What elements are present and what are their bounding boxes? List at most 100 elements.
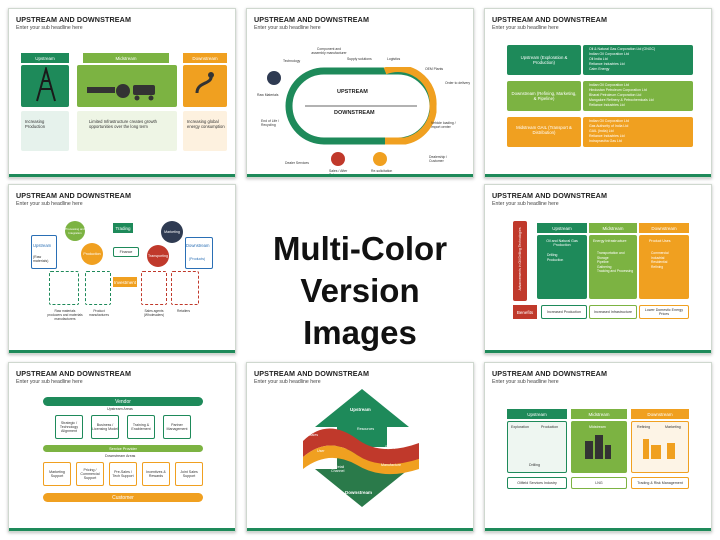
slide-title: UPSTREAM AND DOWNSTREAM bbox=[492, 369, 608, 378]
thumbnail-slide-7[interactable]: UPSTREAM AND DOWNSTREAM Enter your sub h… bbox=[246, 362, 474, 532]
down-item-pricing: Pricing / Commercial Support bbox=[76, 462, 104, 486]
sub-exploration: Exploration bbox=[511, 425, 529, 429]
slide-title: UPSTREAM AND DOWNSTREAM bbox=[254, 369, 370, 378]
benefit-midstream: Increased Infrastructure bbox=[589, 305, 637, 319]
row-upstream-label bbox=[507, 45, 581, 75]
cycle-label-raw-materials: Raw Materials bbox=[257, 93, 279, 97]
down-item-marketing: Marketing Support bbox=[43, 462, 71, 486]
thumbnail-slide-5[interactable]: UPSTREAM AND DOWNSTREAM Enter your sub h… bbox=[484, 184, 712, 354]
loop-upstream-label: UPSTREAM bbox=[337, 89, 368, 95]
sales-group bbox=[141, 271, 167, 305]
slide-subtitle: Enter your sub headline here bbox=[492, 201, 559, 207]
caption-product-manufactures: Product manufactures bbox=[89, 309, 109, 318]
benefits-label: Benefits bbox=[513, 305, 537, 319]
loop-downstream-label: DOWNSTREAM bbox=[334, 110, 375, 116]
col-downstream-top: Product Uses bbox=[649, 239, 671, 243]
service-provider-bar: Service Provider bbox=[43, 445, 203, 452]
downstream-node bbox=[185, 237, 213, 269]
down-item-joint-sales: Joint Sales Support bbox=[175, 462, 203, 486]
footer-accent-bar bbox=[485, 174, 711, 177]
cycle-label-supply: Supply solutions bbox=[347, 57, 372, 61]
marketing-node: Marketing bbox=[161, 221, 183, 243]
thumbnail-slide-1[interactable]: UPSTREAM AND DOWNSTREAM Enter your sub h… bbox=[8, 8, 236, 178]
caption-raw-materials: Raw materials producers and materials ma… bbox=[47, 309, 83, 322]
column-header-downstream: Downstream bbox=[183, 53, 227, 63]
thumbnail-slide-8[interactable]: UPSTREAM AND DOWNSTREAM Enter your sub h… bbox=[484, 362, 712, 532]
downstream-node-sub: (Products) bbox=[189, 257, 206, 261]
pipeline-icon bbox=[87, 84, 155, 101]
buildings-icon bbox=[585, 435, 611, 459]
sub-refining: Refining bbox=[637, 425, 651, 429]
col-downstream-header: Downstream bbox=[639, 223, 689, 233]
slide-subtitle: Enter your sub headline here bbox=[16, 379, 83, 385]
midstream-detail bbox=[77, 111, 177, 151]
footer-oilfield: Oilfield Services Industry bbox=[507, 477, 567, 489]
slide-title: UPSTREAM AND DOWNSTREAM bbox=[492, 191, 608, 200]
footer-accent-bar bbox=[9, 350, 235, 353]
transporting-node: Transporting bbox=[147, 245, 169, 267]
vendor-bar: Vendor bbox=[43, 397, 203, 406]
slide-title: UPSTREAM AND DOWNSTREAM bbox=[16, 15, 132, 24]
benefit-upstream: Increased Production bbox=[541, 305, 587, 319]
customer-bar: Customer bbox=[43, 493, 203, 502]
col-upstream-body bbox=[507, 421, 567, 473]
upstream-node-sub: (Raw materials) bbox=[33, 255, 49, 264]
right-label-supply: Supply bbox=[385, 445, 396, 449]
down-item-incentives: Incentives & Rewards bbox=[142, 462, 170, 486]
refinery-icon bbox=[643, 439, 675, 459]
col-midstream-header: Midstream bbox=[589, 223, 637, 233]
footer-lng: LNG bbox=[571, 477, 627, 489]
downstream-areas-label: Downstream Areas bbox=[105, 454, 136, 458]
slide-subtitle: Enter your sub headline here bbox=[492, 379, 559, 385]
left-label-retail: Retail bbox=[335, 465, 345, 469]
down-item-presales: Pre-Sales / Tech Support bbox=[109, 462, 137, 486]
row-midstream-list bbox=[583, 117, 693, 147]
truck-icon bbox=[373, 152, 387, 166]
producer-group bbox=[49, 271, 79, 305]
side-arrow-label: Advancements in Oil Drilling Technologie… bbox=[518, 227, 522, 291]
col-midstream-top: Energy Infrastructure bbox=[593, 239, 627, 243]
footer-accent-bar bbox=[485, 350, 711, 353]
col-midstream-header: Midstream bbox=[571, 409, 627, 419]
left-label-user: User bbox=[317, 449, 325, 453]
thumbnail-slide-6[interactable]: UPSTREAM AND DOWNSTREAM Enter your sub h… bbox=[8, 362, 236, 532]
retail-group bbox=[171, 271, 199, 305]
row-upstream-text: Upstream (Exploration & Production) bbox=[520, 55, 568, 65]
row-downstream-list bbox=[583, 81, 693, 111]
cycle-label-vehicle: Vehicle loading / import center bbox=[431, 121, 456, 130]
upstream-node-label: Upstream bbox=[33, 243, 52, 248]
manufacturer-group bbox=[85, 271, 111, 305]
arrow-upstream-label: Upstream bbox=[350, 407, 371, 412]
slide-title: UPSTREAM AND DOWNSTREAM bbox=[16, 191, 132, 200]
downstream-bullet: Increasing global energy consumption bbox=[187, 119, 225, 130]
right-label-resources: Resources bbox=[357, 427, 375, 431]
finance-node: Finance bbox=[113, 247, 139, 257]
row-upstream-list bbox=[583, 45, 693, 75]
factory-icon bbox=[267, 71, 281, 85]
slide-title: UPSTREAM AND DOWNSTREAM bbox=[492, 15, 608, 24]
up-item-training: Training & Enablement bbox=[127, 415, 155, 439]
slide-subtitle: Enter your sub headline here bbox=[254, 379, 321, 385]
upstream-areas-label: Upstream Areas bbox=[107, 407, 133, 411]
center-label-channel: Channel bbox=[331, 469, 345, 473]
cycle-loop bbox=[285, 67, 437, 145]
investment-node: Investment bbox=[113, 277, 137, 287]
processing-node: Processing and Integration bbox=[65, 221, 85, 241]
row-midstream-text: Midstream GAIL (Transport & Distribution… bbox=[516, 125, 572, 135]
thumbnail-slide-4[interactable]: UPSTREAM AND DOWNSTREAM Enter your sub h… bbox=[8, 184, 236, 354]
up-item-strategic: Strategic / Technology Alignment bbox=[55, 415, 83, 439]
side-arrow bbox=[513, 221, 527, 301]
cycle-label-logistics: Logistics bbox=[387, 57, 401, 61]
cycle-label-order: Order to delivery bbox=[445, 81, 471, 85]
cycle-label-dealership: Dealership / Customer bbox=[429, 155, 448, 164]
sub-marketing: Marketing bbox=[665, 425, 681, 429]
sub-production: Production bbox=[541, 425, 559, 429]
footer-accent-bar bbox=[247, 528, 473, 531]
thumbnail-slide-3[interactable]: UPSTREAM AND DOWNSTREAM Enter your sub h… bbox=[484, 8, 712, 178]
midstream-bullet: Limited Infrastructure creates growth op… bbox=[89, 119, 157, 130]
footer-trading: Trading & Risk Management bbox=[631, 477, 689, 489]
col-downstream-body bbox=[639, 235, 689, 299]
thumbnail-slide-2[interactable]: UPSTREAM AND DOWNSTREAM Enter your sub h… bbox=[246, 8, 474, 178]
